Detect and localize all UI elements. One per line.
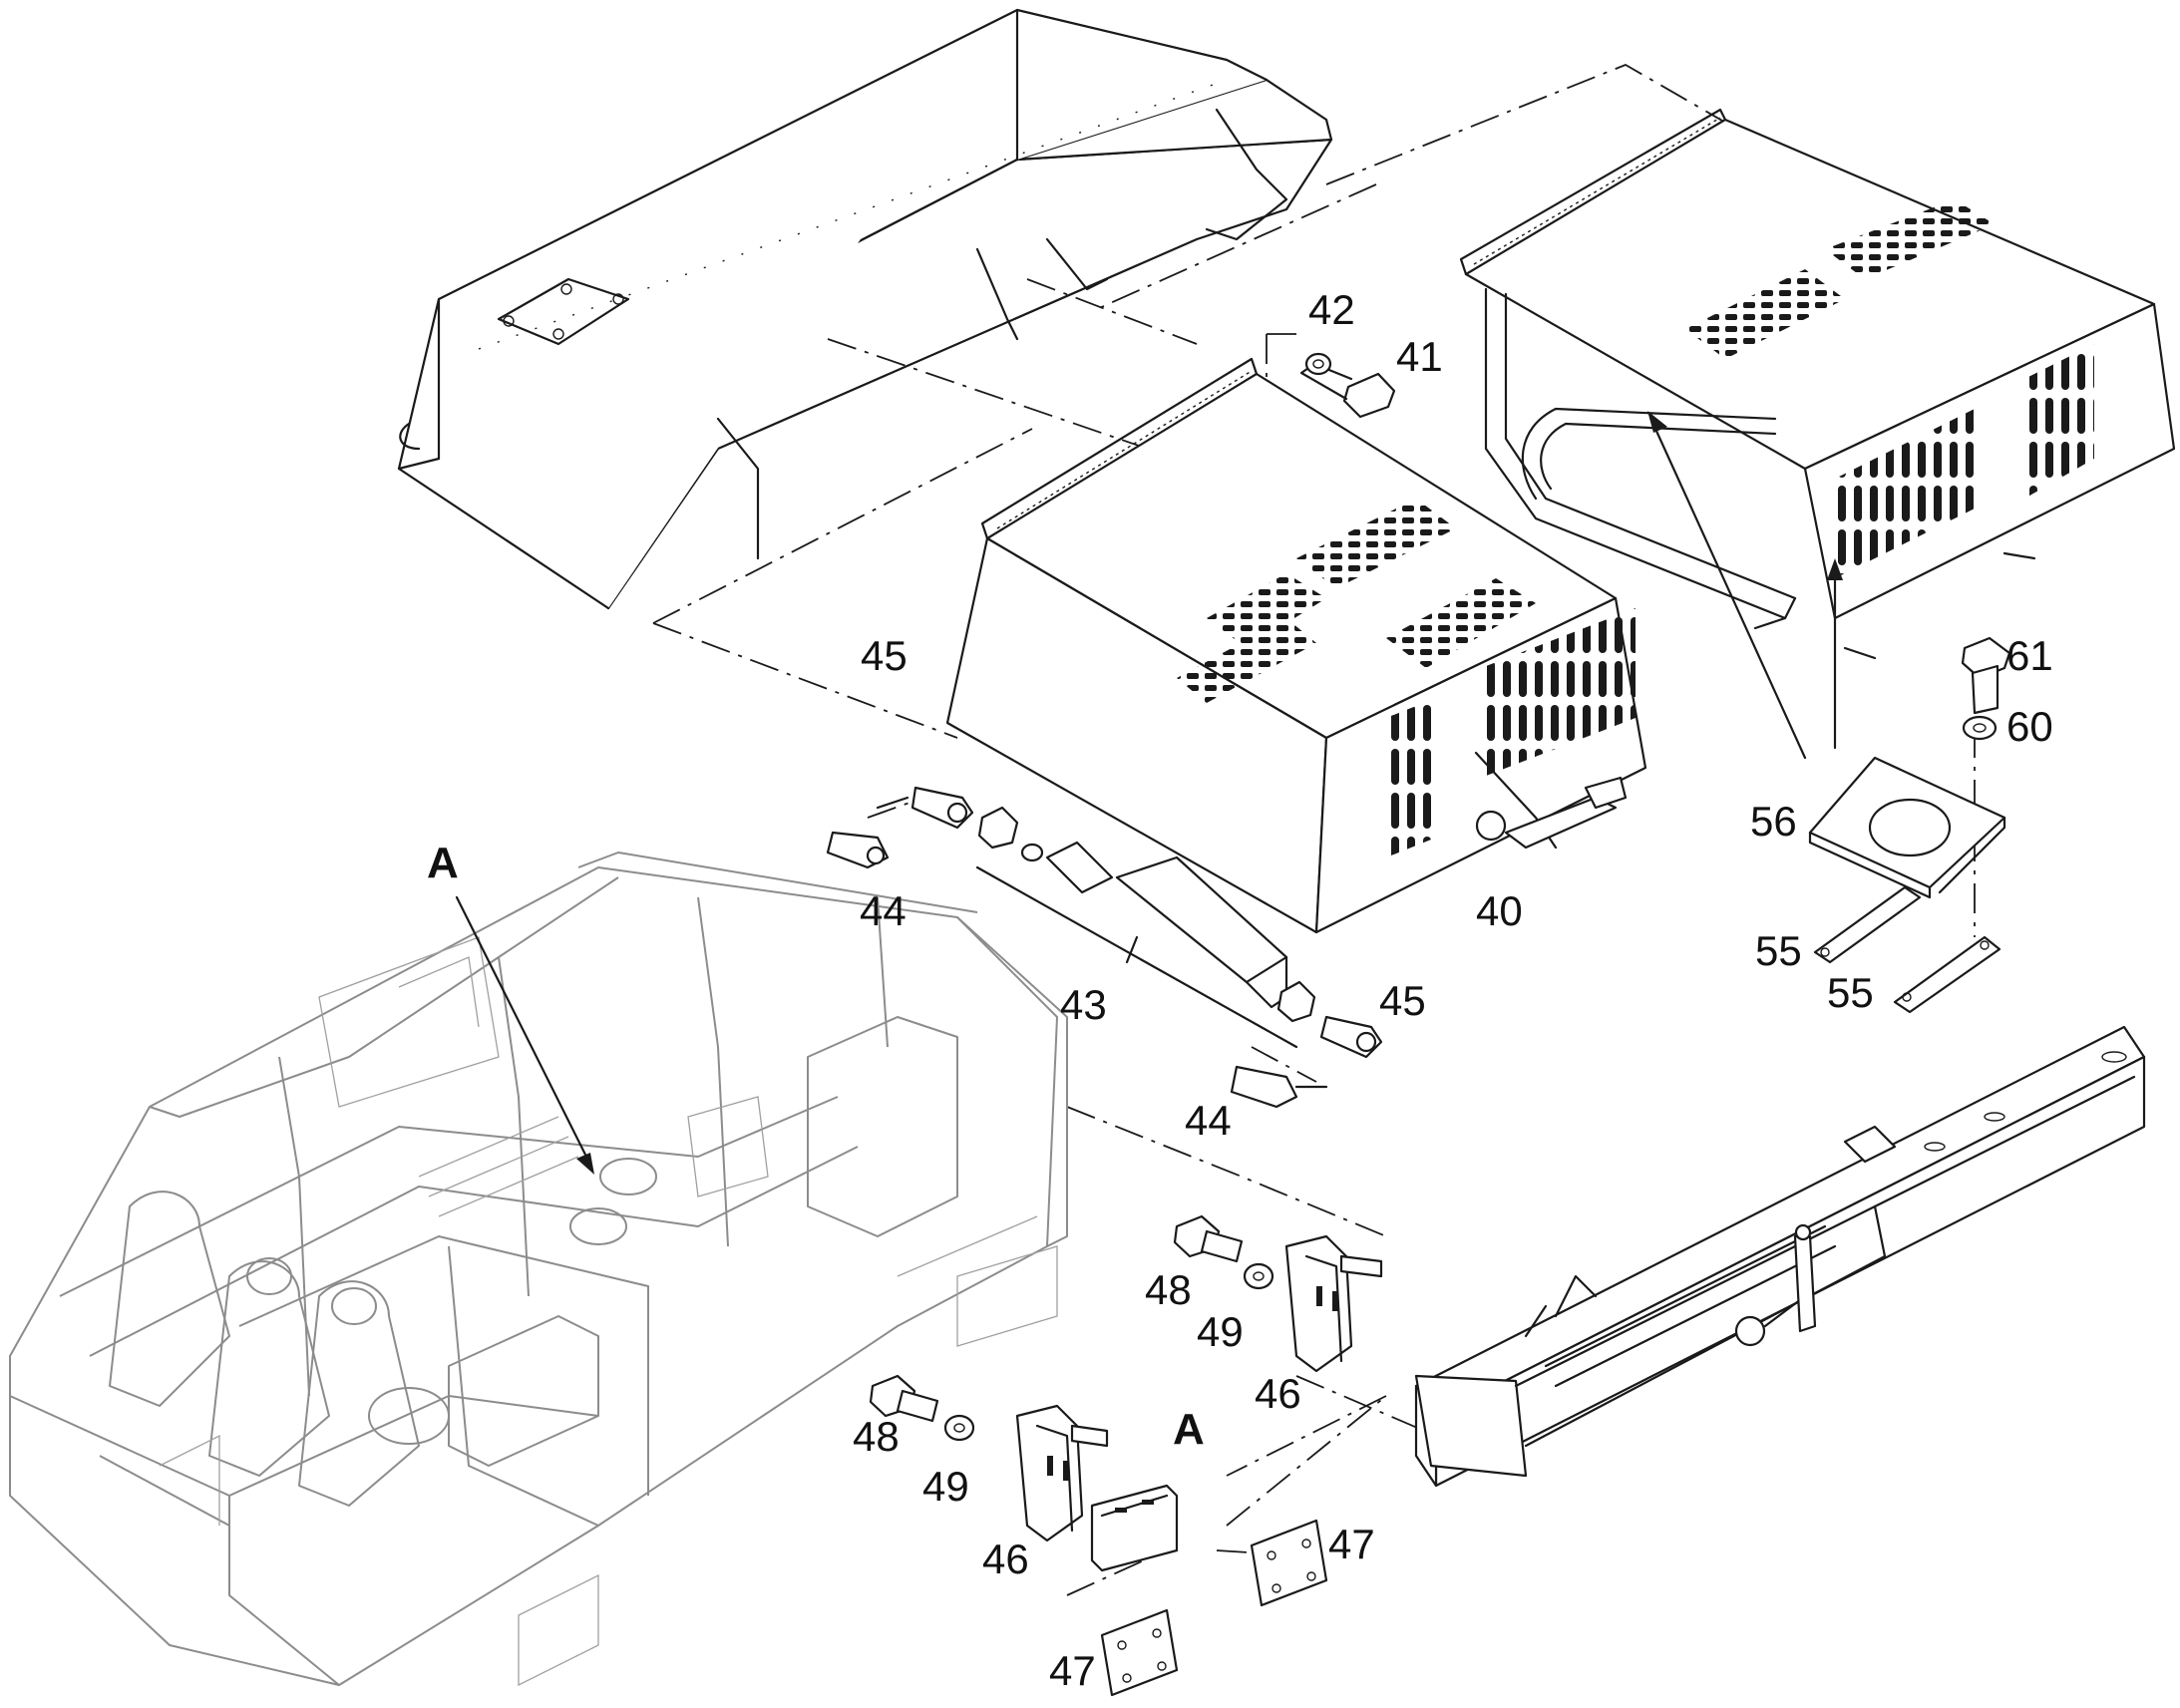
washer-49-left: [943, 1414, 975, 1442]
label-47-right: 47: [1328, 1521, 1375, 1567]
label-40: 40: [1476, 887, 1523, 934]
bracket-46-left: [1015, 1404, 1109, 1542]
view-label-a-detail: A: [1173, 1405, 1205, 1454]
bolt-48-left: [869, 1374, 939, 1423]
view-a-pointer: [455, 895, 594, 1175]
nut-43a: [977, 806, 1019, 850]
label-46-right: 46: [1255, 1370, 1301, 1417]
bolt-41: [1299, 362, 1396, 419]
washer-49-right: [1243, 1262, 1274, 1290]
label-60: 60: [2006, 703, 2053, 750]
link-55b: [1893, 935, 2001, 1014]
nut-43b: [1276, 980, 1316, 1023]
pin-45b: [1319, 1015, 1383, 1059]
engine-hood-40: [945, 357, 1647, 934]
link-55a: [1813, 885, 1922, 964]
label-48-left: 48: [853, 1413, 900, 1460]
label-44-bottom: 44: [1185, 1097, 1232, 1144]
label-55-a: 55: [1755, 927, 1802, 974]
chassis-frame: [9, 852, 1068, 1687]
label-43: 43: [1060, 981, 1107, 1028]
mounting-plate-56: [1808, 756, 2006, 899]
gas-spring-43: [975, 841, 1298, 1049]
label-48-right: 48: [1145, 1266, 1192, 1313]
label-44-left: 44: [860, 887, 907, 934]
label-55-b: 55: [1827, 969, 1874, 1016]
label-45-top: 45: [861, 632, 908, 679]
label-41: 41: [1396, 333, 1443, 380]
bracket-plate-a: [1090, 1484, 1179, 1572]
washer-42: [1304, 352, 1332, 376]
pad-47-left: [1100, 1608, 1179, 1697]
label-46-left: 46: [982, 1536, 1029, 1582]
bracket-46-right: [1284, 1234, 1383, 1373]
label-47-left: 47: [1049, 1647, 1096, 1694]
label-42: 42: [1308, 286, 1355, 333]
label-49-left: 49: [922, 1463, 969, 1510]
mounting-arrows: [1647, 411, 1843, 760]
view-label-a-main: A: [427, 839, 459, 887]
bolt-48-right: [1173, 1214, 1244, 1263]
bolt-61: [1961, 636, 2011, 715]
pad-47-right: [1250, 1519, 1328, 1607]
side-hood-cover: [1459, 108, 2176, 660]
clip-44a: [826, 831, 890, 869]
label-49-right: 49: [1197, 1308, 1244, 1355]
washer-60: [1962, 715, 1998, 741]
clip-44b: [1230, 1065, 1328, 1109]
label-56: 56: [1750, 798, 1797, 845]
pin-45a: [876, 786, 974, 830]
outrigger-beam: [1414, 1025, 2146, 1488]
label-61: 61: [2006, 632, 2053, 679]
rear-hood-cover: [397, 8, 1333, 610]
label-45-bottom: 45: [1379, 977, 1426, 1024]
